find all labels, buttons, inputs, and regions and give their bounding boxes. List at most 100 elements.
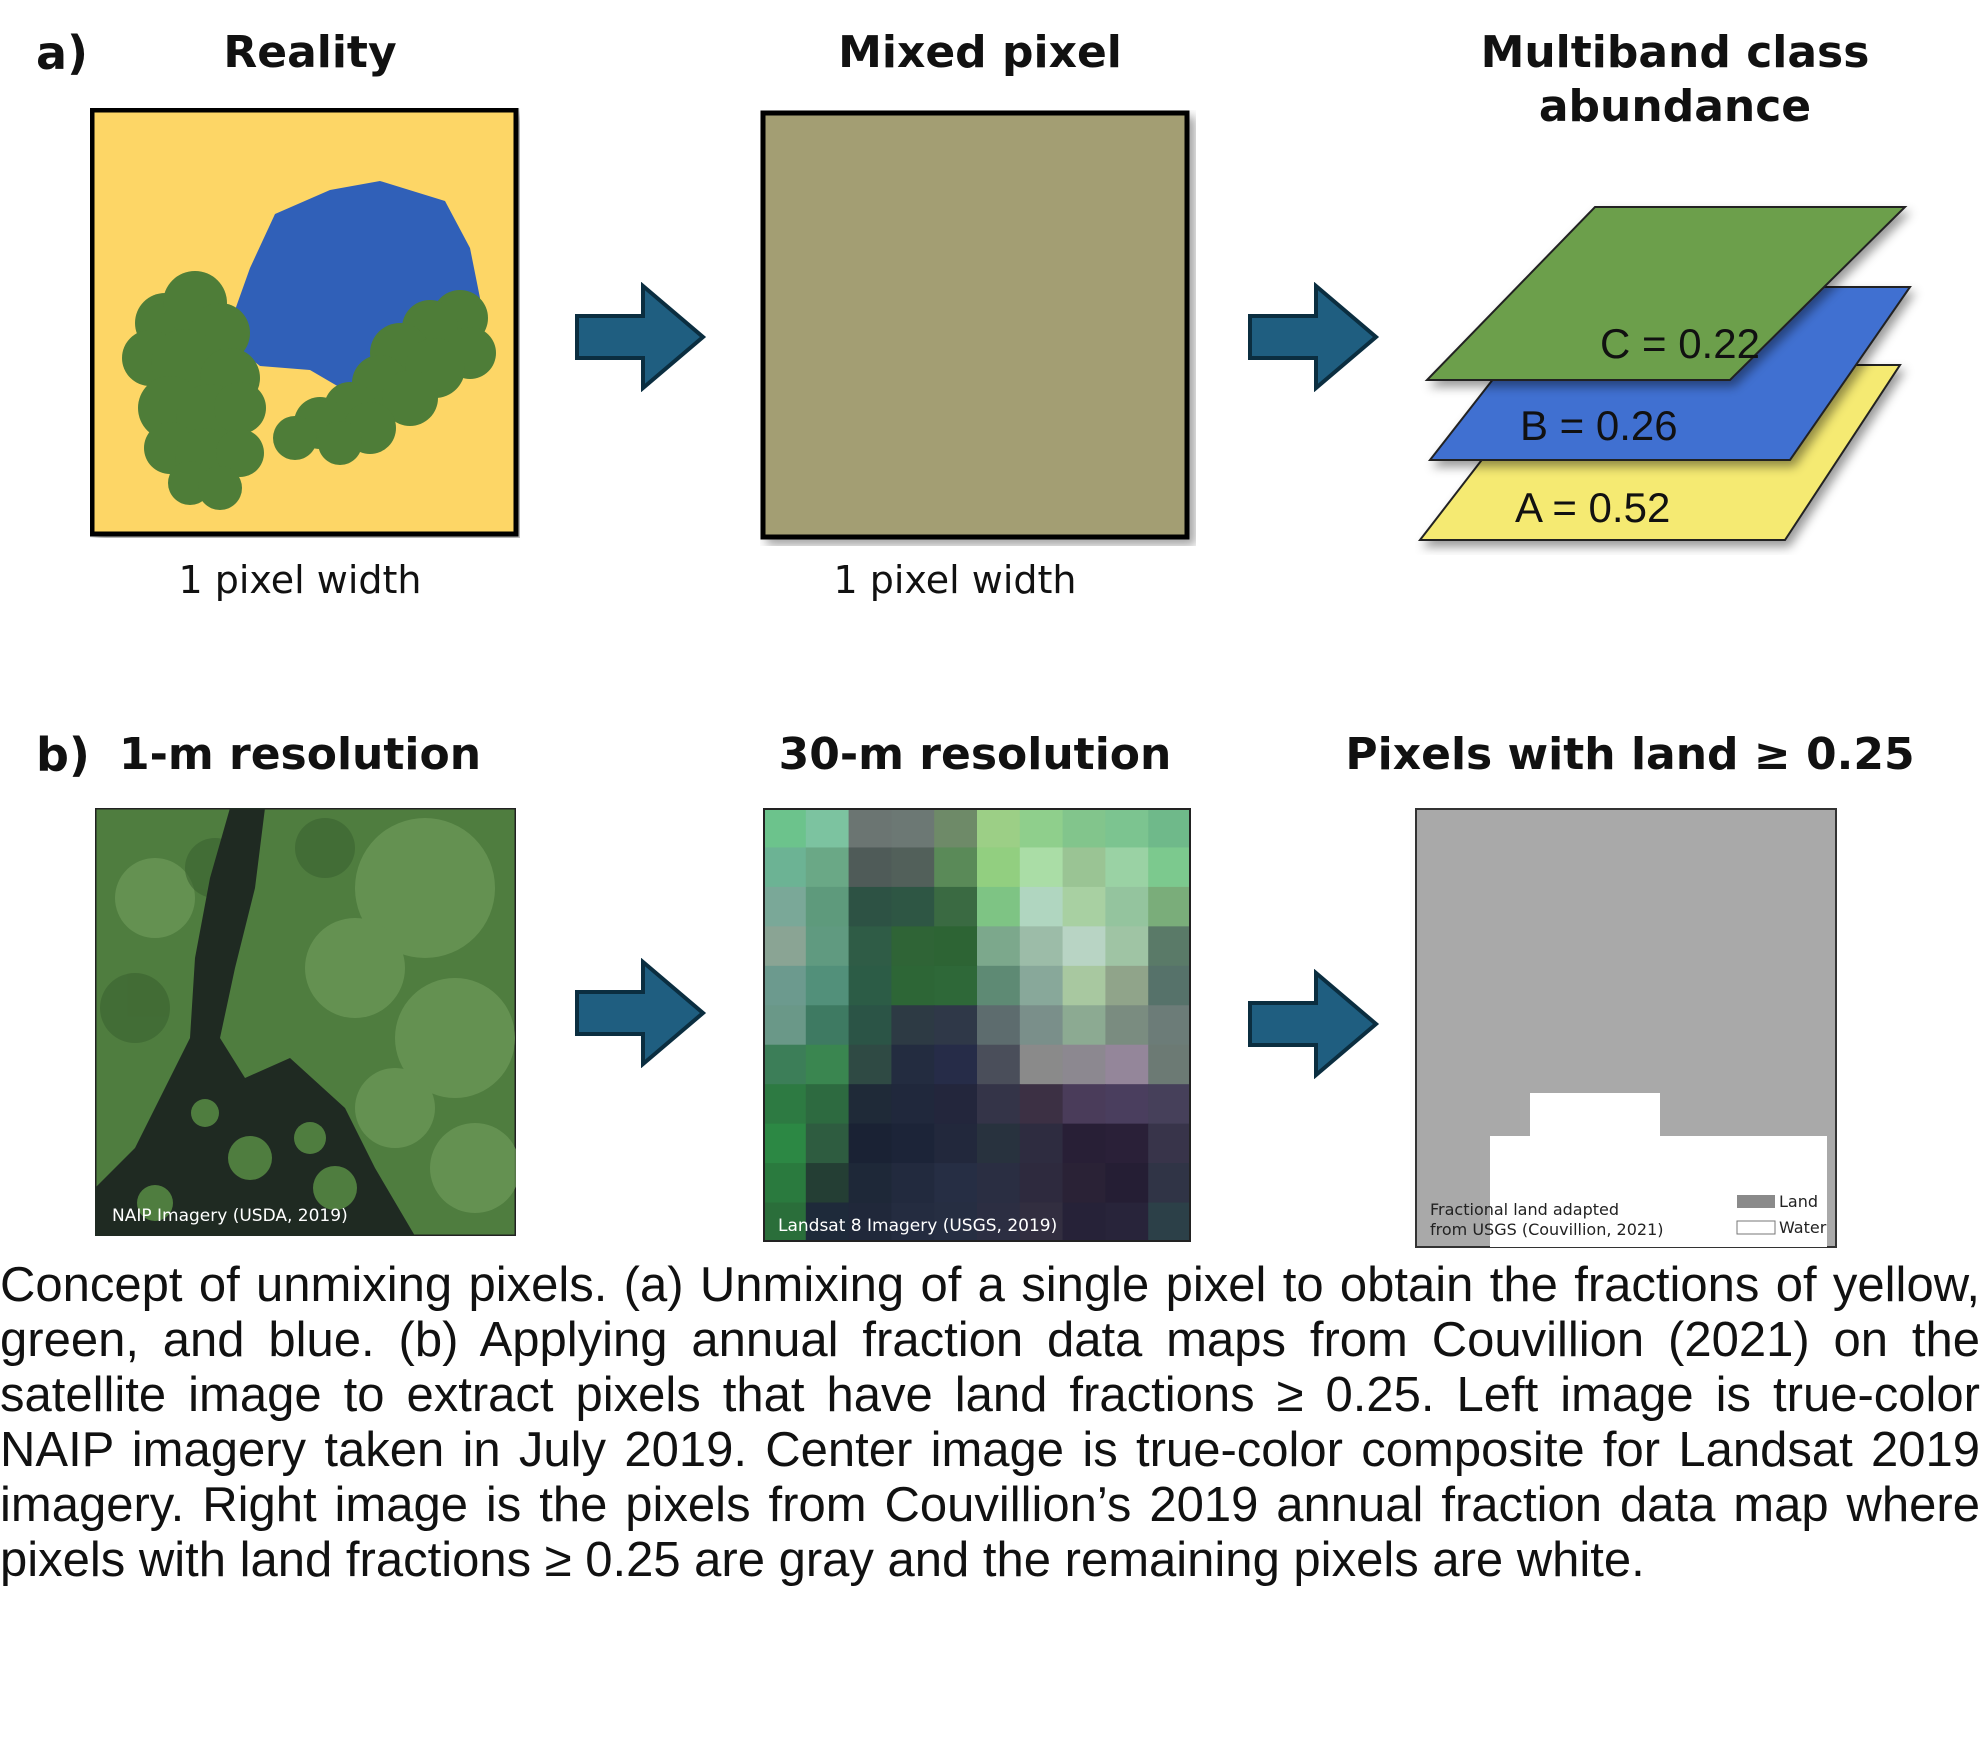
- arrow-icon: [575, 282, 707, 392]
- landsat-pixel: [848, 847, 892, 888]
- res-1m-title: 1-m resolution: [118, 729, 482, 780]
- landsat-pixel: [805, 965, 850, 1006]
- mixed-width-label: 1 pixel width: [833, 558, 1077, 602]
- landsat-pixel: [934, 886, 978, 927]
- landsat-image: [763, 808, 1191, 1242]
- landsat-pixel: [1062, 965, 1106, 1006]
- landsat-pixel: [848, 886, 892, 927]
- landsat-pixel: [1148, 1044, 1191, 1085]
- landsat-pixel: [763, 1084, 807, 1125]
- landsat-pixel: [805, 1084, 850, 1125]
- landsat-pixel: [1019, 1123, 1064, 1164]
- landsat-pixel: [1019, 847, 1064, 888]
- landsat-pixel: [805, 1044, 850, 1085]
- landsat-pixel: [1019, 965, 1064, 1006]
- panel-b-label: b): [36, 728, 90, 782]
- landsat-pixel: [1062, 926, 1106, 967]
- landsat-pixel: [1105, 965, 1149, 1006]
- landsat-pixel: [977, 808, 1021, 849]
- legend-land-label: Land: [1779, 1192, 1818, 1211]
- layer-b-label: B = 0.26: [1520, 402, 1678, 449]
- landsat-pixel: [891, 1005, 935, 1046]
- fraction-credit: Fractional land adapted from USGS (Couvi…: [1430, 1200, 1664, 1239]
- landsat-pixel-grid: [763, 808, 1191, 1242]
- landsat-pixel: [891, 1163, 935, 1204]
- landsat-pixel: [1105, 808, 1149, 849]
- landsat-pixel: [763, 1044, 807, 1085]
- abundance-layer-stack: C = 0.22 B = 0.26 A = 0.52: [1417, 206, 1912, 541]
- landsat-pixel: [805, 926, 850, 967]
- landsat-pixel: [1062, 1005, 1106, 1046]
- arrow-icon: [575, 958, 707, 1068]
- reality-title: Reality: [223, 27, 397, 78]
- water-pixels: [1490, 1093, 1827, 1247]
- landsat-pixel: [1062, 1202, 1106, 1242]
- landsat-pixel: [977, 847, 1021, 888]
- tree-cluster-right: [273, 290, 496, 465]
- landsat-pixel: [1148, 1202, 1191, 1242]
- landsat-pixel: [805, 886, 850, 927]
- landsat-pixel: [1148, 1005, 1191, 1046]
- landsat-pixel: [934, 1123, 978, 1164]
- landsat-pixel: [1148, 1123, 1191, 1164]
- naip-river: [95, 808, 415, 1236]
- landsat-pixel: [848, 926, 892, 967]
- landsat-pixel: [848, 808, 892, 849]
- land-pixels-title: Pixels with land ≥ 0.25: [1345, 729, 1915, 780]
- landsat-pixel: [848, 1202, 892, 1242]
- fraction-map: Land Water: [1415, 808, 1837, 1248]
- landsat-pixel: [934, 1202, 978, 1242]
- arrow-icon: [1248, 969, 1380, 1079]
- reality-width-label: 1 pixel width: [178, 558, 422, 602]
- landsat-pixel: [848, 1163, 892, 1204]
- landsat-pixel: [977, 886, 1021, 927]
- tree-cluster-left: [122, 271, 266, 510]
- landsat-pixel: [805, 1005, 850, 1046]
- landsat-pixel: [805, 1123, 850, 1164]
- landsat-pixel: [1105, 1202, 1149, 1242]
- landsat-pixel: [763, 965, 807, 1006]
- landsat-pixel: [1062, 1123, 1106, 1164]
- landsat-pixel: [1148, 926, 1191, 967]
- landsat-pixel: [934, 1044, 978, 1085]
- landsat-pixel: [848, 1044, 892, 1085]
- landsat-pixel: [1148, 847, 1191, 888]
- landsat-pixel: [934, 847, 978, 888]
- landsat-pixel: [977, 1202, 1021, 1242]
- landsat-pixel: [891, 1044, 935, 1085]
- arrow-icon: [1248, 282, 1380, 392]
- landsat-pixel: [1019, 1163, 1064, 1204]
- mixed-pixel-title: Mixed pixel: [838, 27, 1122, 78]
- landsat-pixel: [891, 1123, 935, 1164]
- landsat-pixel: [934, 1005, 978, 1046]
- landsat-pixel: [934, 1163, 978, 1204]
- landsat-pixel: [1062, 1084, 1106, 1125]
- reality-illustration: [90, 108, 519, 537]
- landsat-pixel: [1019, 1005, 1064, 1046]
- multiband-title: Multiband class abundance: [1480, 27, 1870, 132]
- landsat-pixel: [763, 886, 807, 927]
- landsat-pixel: [1105, 1044, 1149, 1085]
- landsat-pixel: [1105, 1084, 1149, 1125]
- landsat-pixel: [1105, 1123, 1149, 1164]
- landsat-pixel: [763, 1123, 807, 1164]
- panel-a-label: a): [36, 26, 89, 80]
- legend-water-label: Water: [1779, 1218, 1827, 1237]
- landsat-pixel: [891, 847, 935, 888]
- landsat-credit: Landsat 8 Imagery (USGS, 2019): [778, 1216, 1058, 1236]
- landsat-pixel: [848, 1084, 892, 1125]
- landsat-pixel: [1105, 1163, 1149, 1204]
- landsat-pixel: [1148, 808, 1191, 849]
- landsat-pixel: [763, 847, 807, 888]
- landsat-pixel: [1019, 1084, 1064, 1125]
- landsat-pixel: [1148, 1084, 1191, 1125]
- landsat-pixel: [1105, 1005, 1149, 1046]
- landsat-pixel: [1148, 1163, 1191, 1204]
- figure-caption: Concept of unmixing pixels. (a) Unmixing…: [0, 1258, 1980, 1587]
- landsat-pixel: [805, 1202, 850, 1242]
- landsat-pixel: [1062, 847, 1106, 888]
- landsat-pixel: [977, 965, 1021, 1006]
- landsat-pixel: [1062, 1044, 1106, 1085]
- landsat-pixel: [891, 926, 935, 967]
- landsat-pixel: [1105, 886, 1149, 927]
